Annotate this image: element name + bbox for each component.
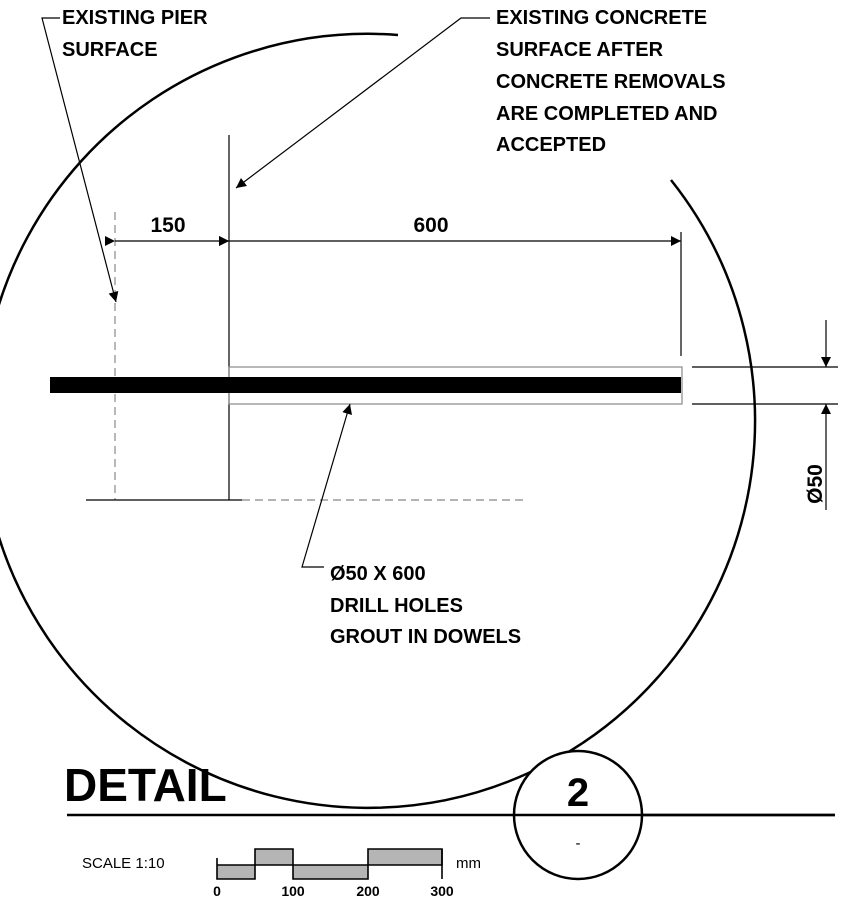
concrete-callout-line4: ARE COMPLETED AND: [496, 103, 717, 125]
concrete-leader: [235, 17, 490, 189]
dia-label: Ø50: [804, 464, 827, 504]
scale-tick-200: 200: [356, 883, 380, 899]
dowel-callout-line1: Ø50 X 600: [330, 563, 426, 585]
scale-tick-0: 0: [213, 883, 221, 899]
dim-150-label: 150: [150, 214, 185, 237]
detail-circle-left-arc: [0, 32, 757, 810]
concrete-callout-line3: CONCRETE REMOVALS: [496, 71, 726, 93]
dowel-bar: [50, 377, 681, 393]
detail-number: 2: [567, 771, 589, 815]
scale-bar: [216, 848, 443, 880]
pier-callout-line1: EXISTING PIER: [62, 7, 208, 29]
concrete-callout-line2: SURFACE AFTER: [496, 39, 664, 61]
scale-seg-4: [368, 849, 442, 865]
scale-seg-1: [217, 865, 255, 879]
dowel-leader: [301, 403, 352, 568]
dowel-callout-line2: DRILL HOLES: [330, 595, 463, 617]
pier-leader: [41, 17, 119, 303]
scale-seg-2: [255, 849, 293, 865]
concrete-callout-line5: ACCEPTED: [496, 134, 606, 156]
detail-title: DETAIL: [64, 759, 227, 811]
scale-unit: mm: [456, 855, 481, 872]
scale-seg-3: [293, 865, 368, 879]
dowel-callout-line3: GROUT IN DOWELS: [330, 626, 521, 648]
concrete-callout-line1: EXISTING CONCRETE: [496, 7, 707, 29]
scale-label: SCALE 1:10: [82, 855, 165, 872]
scale-tick-300: 300: [430, 883, 454, 899]
scale-tick-100: 100: [281, 883, 305, 899]
pier-callout-line2: SURFACE: [62, 39, 158, 61]
dim-600-label: 600: [413, 214, 448, 237]
detail-sheet: -: [576, 835, 581, 852]
